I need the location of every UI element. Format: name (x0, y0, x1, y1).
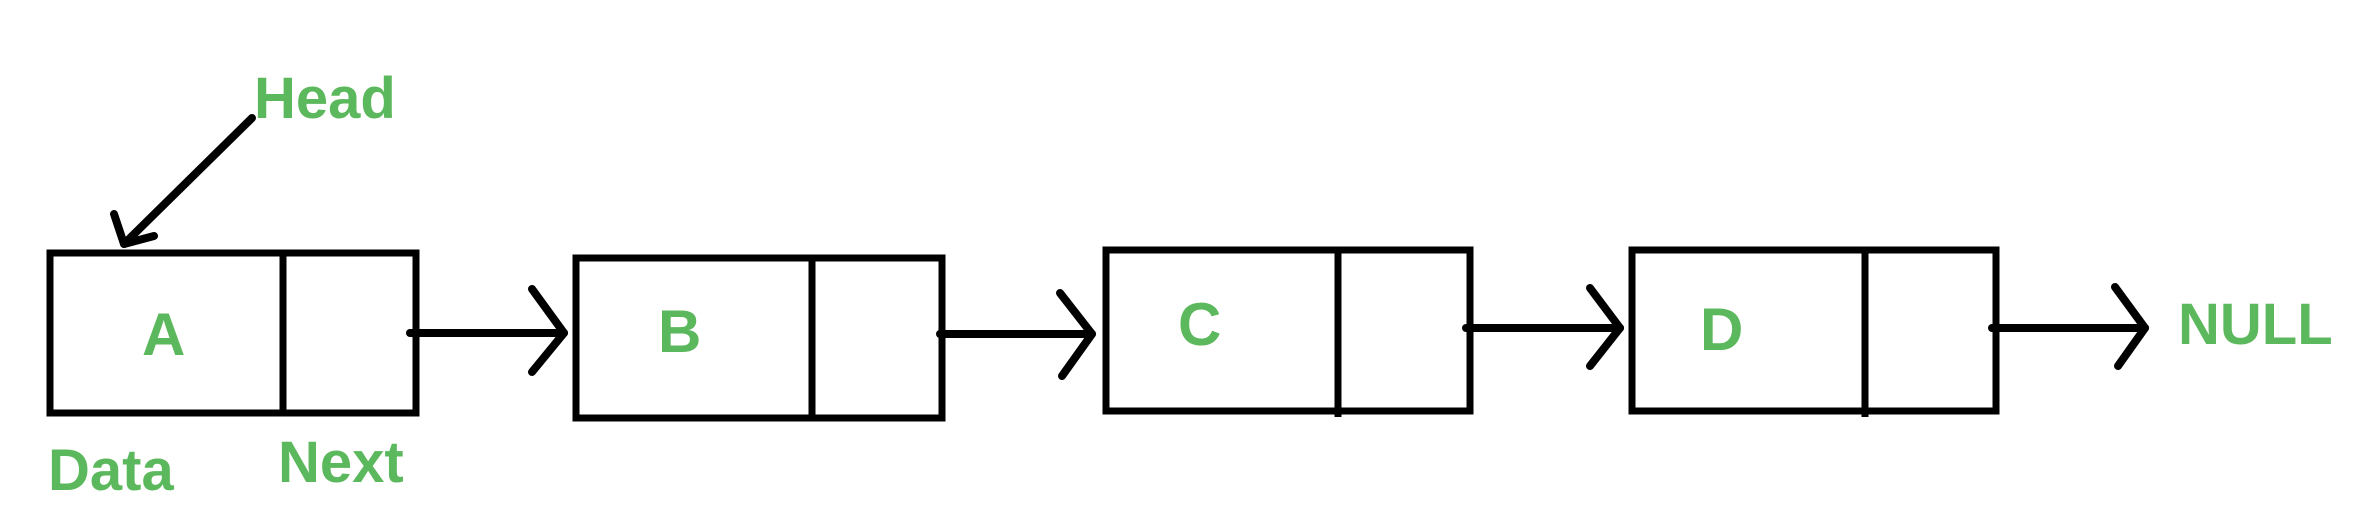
next-arrow-d-null (1988, 283, 2149, 370)
next-arrow-a-b (406, 285, 568, 376)
node-c: C (1102, 246, 1474, 417)
node-box (1102, 246, 1474, 415)
null-label: NULL (2178, 292, 2333, 357)
next-field-label: Next (278, 430, 404, 495)
node-box (46, 249, 420, 417)
node-box (572, 254, 946, 422)
head-pointer-arrow (110, 114, 256, 248)
head-label: Head (254, 66, 396, 131)
node-data-a: A (142, 301, 185, 368)
node-box (1628, 246, 2000, 415)
next-arrow-b-c (936, 289, 1096, 380)
node-data-d: D (1700, 296, 1743, 363)
node-b: B (572, 254, 946, 422)
next-arrow-c-d (1462, 284, 1624, 370)
node-data-c: C (1178, 291, 1221, 358)
node-data-b: B (658, 298, 701, 365)
node-a: A (46, 249, 420, 417)
data-field-label: Data (48, 438, 174, 503)
node-d: D (1628, 246, 2000, 417)
